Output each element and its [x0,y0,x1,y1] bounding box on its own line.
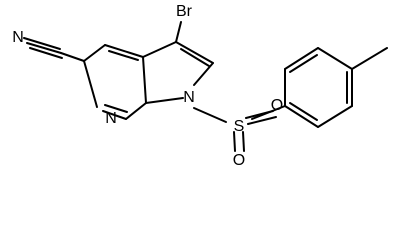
pyridine-nitrogen-label: N [105,110,117,127]
oxygen-lower-label: O [233,152,245,169]
oxygen-upper-label: O [271,97,283,114]
sulfur-label: S [234,118,245,135]
pyrrole-nitrogen-label: N [183,89,195,106]
nitrile-nitrogen-label: N [12,29,24,46]
bromine-label: Br [176,3,193,20]
atom-labels: Br N N N S O O [12,3,283,169]
chemical-structure: Br N N N S O O [12,3,388,169]
bond-lines [23,21,388,152]
